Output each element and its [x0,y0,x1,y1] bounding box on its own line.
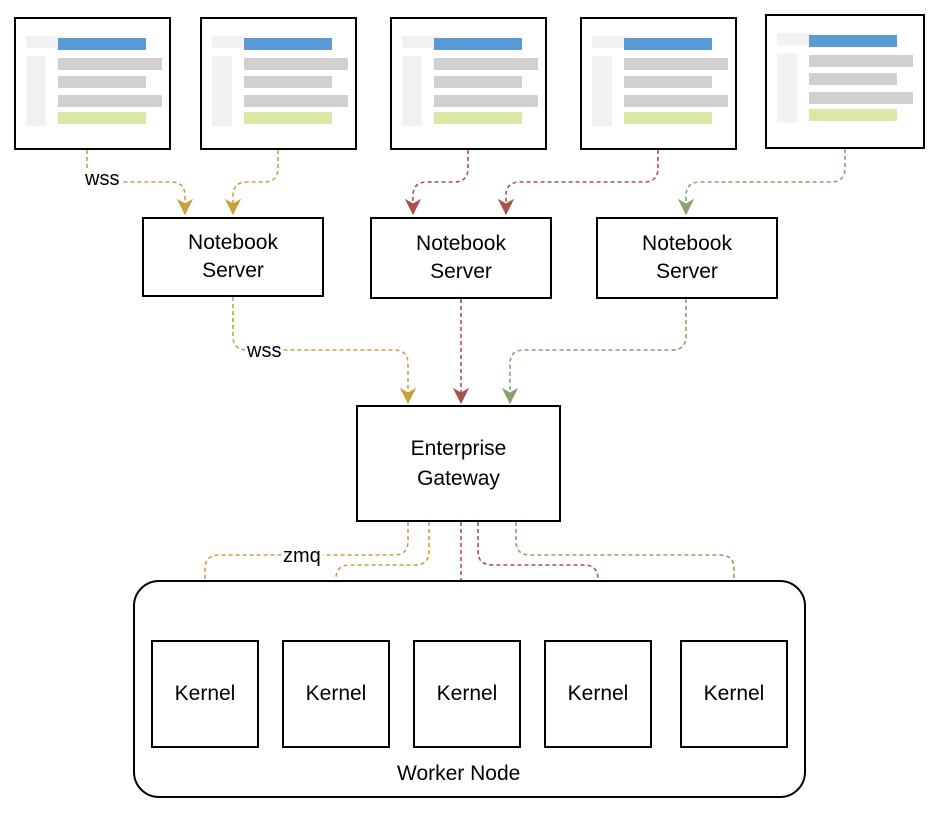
kernel-label: Kernel [436,682,498,705]
kernel-2: Kernel [282,640,390,748]
connector-gateway-kernel2 [335,522,430,638]
connector-client3-server2 [412,150,469,214]
kernel-label: Kernel [703,682,765,705]
worker-node-label: Worker Node [397,762,521,785]
connector-client4-server2 [505,150,659,214]
enterprise-gateway-label: Enterprise Gateway [410,436,507,490]
connector-gateway-kernel5 [515,522,735,638]
wss-label-clients: wss [83,168,122,190]
notebook-server-2: Notebook Server [370,217,552,299]
kernel-1: Kernel [151,640,259,748]
notebook-server-label: Notebook Server [416,232,506,283]
connector-client2-server1 [232,150,279,214]
connector-server1-gateway [232,297,409,403]
zmq-label-kernels: zmq [281,545,323,567]
notebook-client-4 [580,17,737,150]
kernel-label: Kernel [305,682,367,705]
notebook-client-1 [14,17,171,150]
notebook-server-label: Notebook Server [642,232,732,283]
kernel-5: Kernel [680,640,788,748]
connector-client4-server2-arrowhead [497,198,515,216]
notebook-client-2 [200,17,357,150]
connector-client3-server2-arrowhead [404,198,422,216]
connector-client5-server3-arrowhead [677,198,695,216]
notebook-client-3 [390,17,547,150]
connector-server3-gateway [509,299,687,403]
wss-label-servers: wss [245,340,284,362]
connector-server2-gateway-arrowhead [452,387,470,405]
notebook-client-5 [765,14,925,149]
connector-server1-gateway-arrowhead [399,387,417,405]
kernel-label: Kernel [174,682,236,705]
notebook-server-3: Notebook Server [596,217,778,299]
connector-server3-gateway-arrowhead [501,387,519,405]
enterprise-gateway: Enterprise Gateway [356,405,561,522]
kernel-4: Kernel [544,640,652,748]
connector-client2-server1-arrowhead [224,198,242,216]
connector-client5-server3 [685,149,846,214]
notebook-server-label: Notebook Server [188,231,278,282]
notebook-server-1: Notebook Server [142,217,324,297]
connector-client1-server1-arrowhead [176,198,194,216]
kernel-3: Kernel [413,640,521,748]
kernel-label: Kernel [567,682,629,705]
